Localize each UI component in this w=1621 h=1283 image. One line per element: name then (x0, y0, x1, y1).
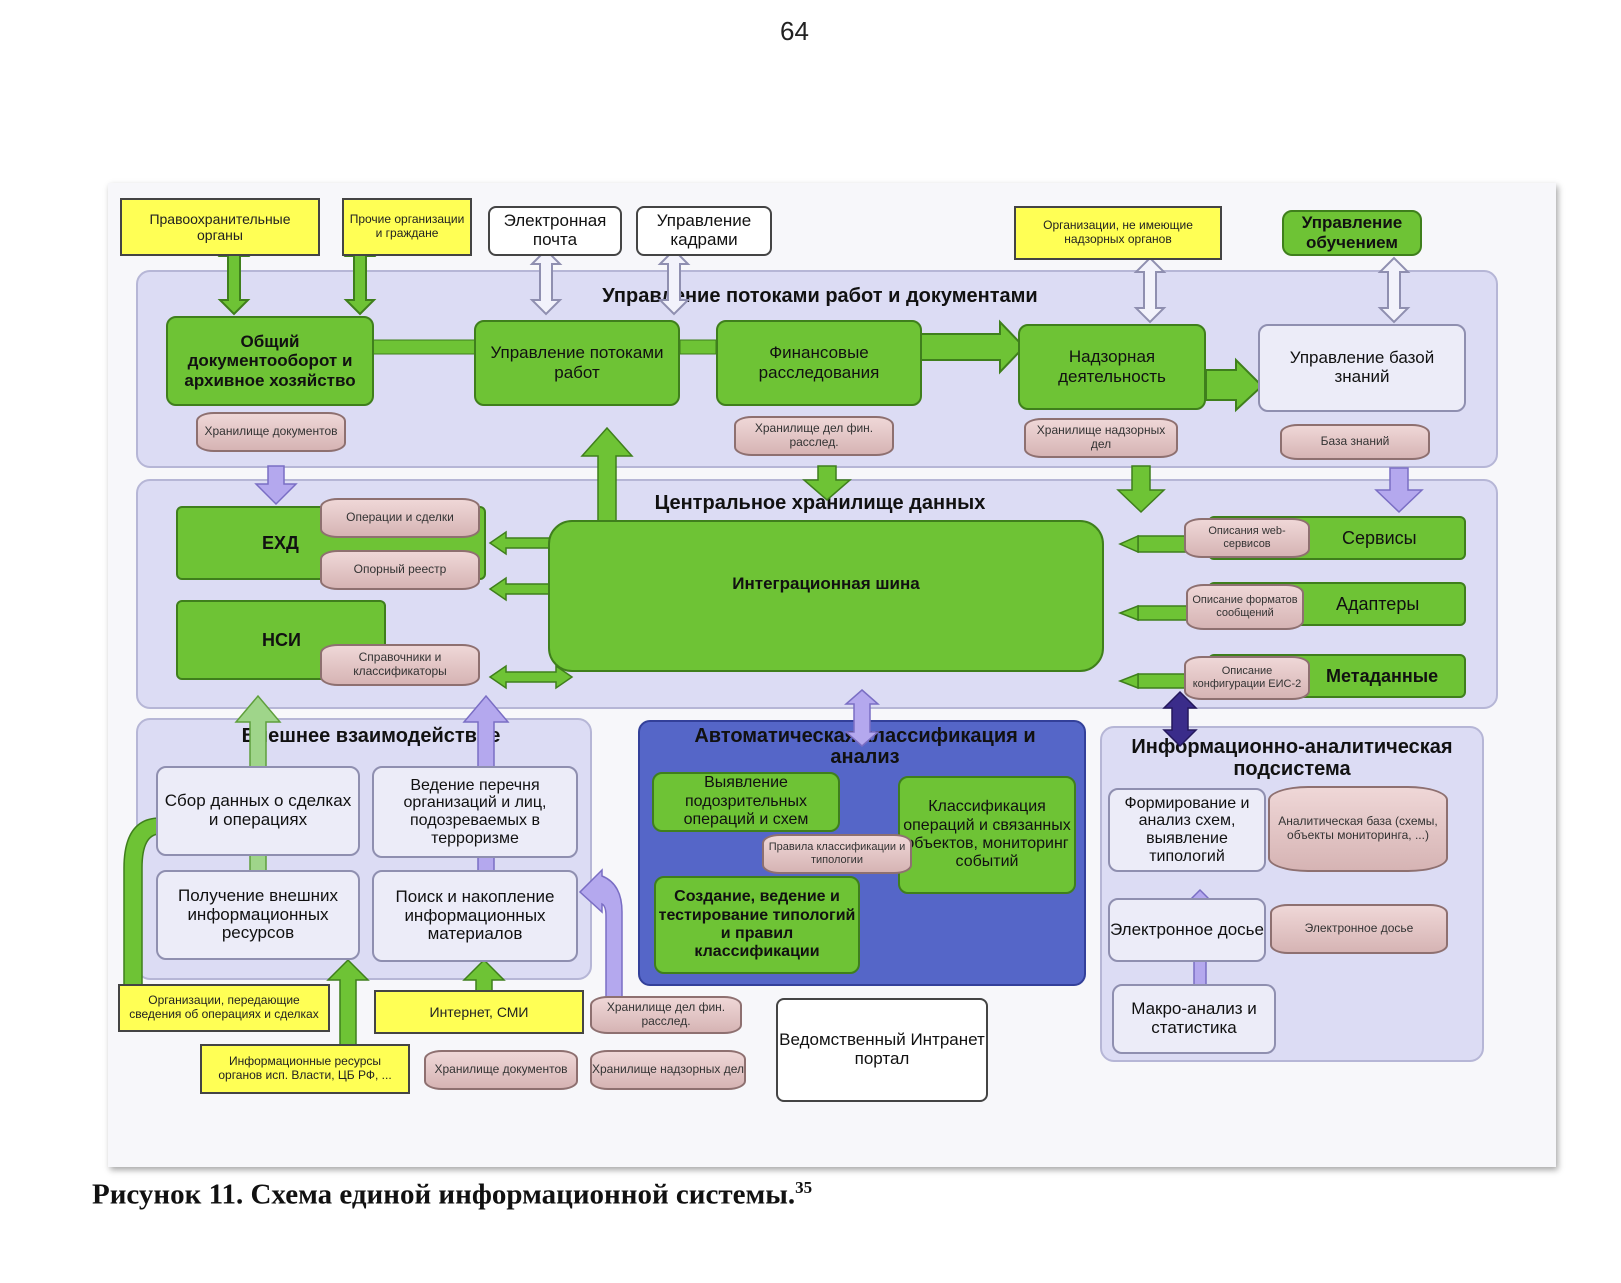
rules-cylinder: Правила классификации и типологии (762, 834, 912, 874)
gov-resources-box: Информационные ресурсы органов исп. Влас… (200, 1044, 410, 1094)
figure-caption: Рисунок 11. Схема единой информационной … (92, 1178, 812, 1212)
bottom-store-fin-cylinder: Хранилище дел фин. расслед. (590, 996, 742, 1034)
analytics-panel-title: Информационно-аналитическая подсистема (1131, 736, 1453, 780)
bottom-store-docs-cylinder: Хранилище документов (424, 1050, 578, 1090)
web-services-cylinder: Описания web-сервисов (1184, 518, 1310, 558)
ref-register-cylinder: Опорный реестр (320, 550, 480, 590)
e-dossier-box: Электронное досье (1108, 898, 1266, 962)
internet-box: Интернет, СМИ (374, 990, 584, 1034)
knowledge-base-cylinder: База знаний (1280, 424, 1430, 460)
ops-deals-cylinder: Операции и сделки (320, 498, 480, 538)
page-number: 64 (780, 16, 809, 46)
non-supervised-orgs-box: Организации, не имеющие надзорных органо… (1014, 206, 1222, 260)
macro-box: Макро-анализ и статистика (1112, 984, 1276, 1054)
services-label: Сервисы (1342, 527, 1417, 548)
caption-footnote: 35 (795, 1178, 813, 1197)
supervisory-box: Надзорная деятельность (1018, 324, 1206, 410)
general-docs-box: Общий документооборот и архивное хозяйст… (166, 316, 374, 406)
central-panel-title: Центральное хранилище данных (654, 492, 986, 514)
reporting-orgs-box: Организации, передающие сведения об опер… (118, 984, 330, 1032)
law-enforcement-box: Правоохранительные органы (120, 198, 320, 256)
knowledge-mgmt-box: Управление базой знаний (1258, 324, 1466, 412)
collect-data-box: Сбор данных о сделках и операциях (156, 766, 360, 856)
search-accumulate-box: Поиск и накопление информационных матери… (372, 870, 578, 962)
email-box: Электронная почта (488, 206, 622, 256)
adapters-label: Адаптеры (1336, 593, 1420, 614)
workflow-mgmt-box: Управление потоками работ (474, 320, 680, 406)
financial-investigations-box: Финансовые расследования (716, 320, 922, 406)
e-dossier-cylinder: Электронное досье (1270, 904, 1448, 954)
external-panel-title: Внешнее взаимодействие (241, 725, 501, 747)
detect-box: Выявление подозрительных операций и схем (652, 772, 840, 832)
caption-text: Рисунок 11. Схема единой информационной … (92, 1178, 796, 1211)
hr-box: Управление кадрами (636, 206, 772, 256)
training-box: Управление обучением (1282, 210, 1422, 256)
workflow-panel-title: Управление потоками работ и документами (602, 285, 1038, 307)
external-resources-box: Получение внешних информационных ресурсо… (156, 870, 360, 960)
create-test-box: Создание, ведение и тестирование типолог… (654, 876, 860, 974)
schemes-box: Формирование и анализ схем, выявление ти… (1108, 788, 1266, 872)
nsi-label: НСИ (262, 629, 301, 650)
store-docs-cylinder: Хранилище документов (196, 412, 346, 452)
integration-bus-box: Интеграционная шина (548, 520, 1104, 672)
store-supervisory-cylinder: Хранилище надзорных дел (1024, 418, 1178, 458)
dictionaries-cylinder: Справочники и классификаторы (320, 644, 480, 686)
message-formats-cylinder: Описание форматов сообщений (1186, 584, 1304, 630)
ekhd-label: ЕХД (262, 532, 299, 553)
classify-box: Классификация операций и связанных объек… (898, 776, 1076, 894)
intranet-box: Ведомственный Интранет портал (776, 998, 988, 1102)
config-cylinder: Описание конфигурации ЕИС-2 (1184, 656, 1310, 700)
terror-list-box: Ведение перечня организаций и лиц, подоз… (372, 766, 578, 858)
other-orgs-box: Прочие организации и граждане (342, 198, 472, 256)
store-fin-cylinder: Хранилище дел фин. расслед. (734, 416, 894, 456)
bottom-store-supervisory-cylinder: Хранилище надзорных дел (590, 1050, 746, 1090)
metadata-label: Метаданные (1326, 665, 1439, 686)
analytic-base-cylinder: Аналитическая база (схемы, объекты монит… (1268, 786, 1448, 872)
